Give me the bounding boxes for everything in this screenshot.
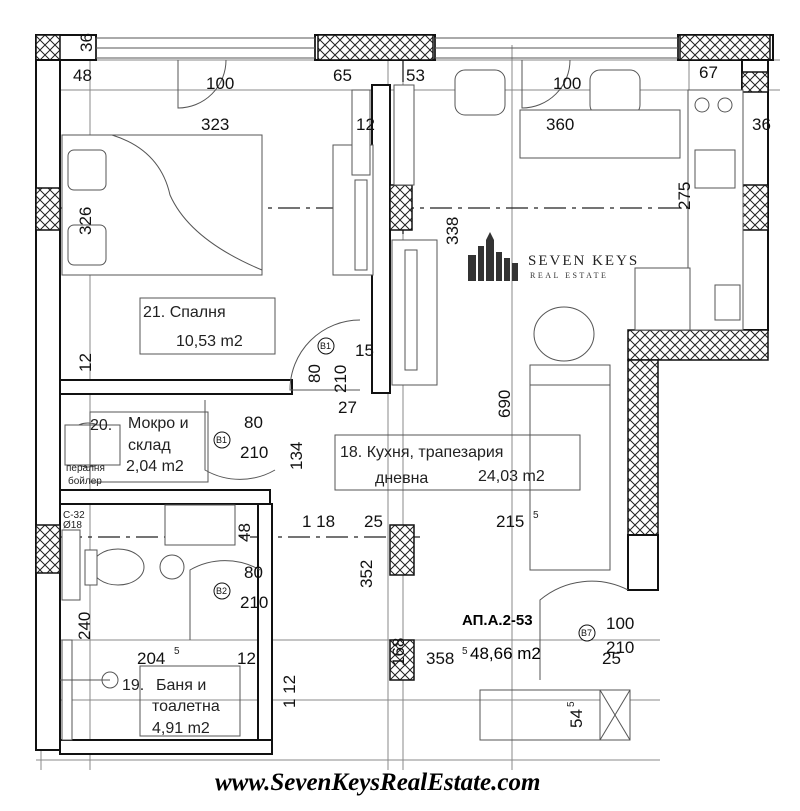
storage-label-1: Мокро и [128,415,189,432]
bed [61,134,263,276]
dim-54-sup: 5 [566,701,577,707]
dim-134: 134 [287,442,306,470]
dim-36-top: 36 [77,33,96,52]
door-swings [177,59,629,680]
dim-12-bath: 12 [237,649,256,668]
dim-326: 326 [76,207,95,235]
bath-area: 4,91 m2 [152,720,210,737]
dim-204: 204 [137,649,165,668]
dim-12-closet: 12 [356,115,375,134]
logo-name: SEVEN KEYS [528,253,639,269]
dim-48-bath: 48 [235,523,254,542]
dim-204-sup: 5 [174,646,180,657]
dim-80-door: 80 [305,364,324,383]
dim-118: 1 18 [302,512,335,531]
dim-48: 48 [73,66,92,85]
dim-275: 275 [675,182,694,210]
storage-number: 20. [90,417,112,434]
kitchen-area: 24,03 m2 [478,468,545,485]
entry-misc [479,689,631,741]
logo-subtitle: REAL ESTATE [530,271,608,280]
kitchen-counter [687,89,744,331]
dim-358: 358 [426,649,454,668]
dim-210-storage: 210 [240,443,268,462]
door-marker-b7: B7 [578,624,596,642]
dim-210-entry: 210 [606,638,634,657]
dim-358-sup: 5 [462,646,468,657]
wardrobe [332,89,374,276]
dim-323: 323 [201,115,229,134]
bedroom-label: 21. Спалня [143,304,226,321]
dim-360: 360 [546,115,574,134]
closet-kitchen [391,84,438,386]
dim-100-left: 100 [206,74,234,93]
dim-25b: 25 [602,649,621,668]
storage-fixtures [64,422,121,468]
dim-100-right: 100 [553,74,581,93]
kitchen-label: 18. Кухня, трапезария [340,444,503,461]
seven-keys-logo: SEVEN KEYS REAL ESTATE [468,232,639,281]
dim-690: 690 [495,390,514,418]
website-watermark: www.SevenKeysRealEstate.com [215,769,540,796]
dim-210-door: 210 [331,365,350,393]
dining-set [454,69,681,159]
door-marker-b1b-label: B1 [216,435,227,445]
apartment-id: АП.А.2-53 [462,612,533,629]
door-marker-b1a: B1 [317,337,335,355]
storage-note-boiler: бойлер [68,475,102,487]
dim-25a: 25 [364,512,383,531]
dim-65: 65 [333,66,352,85]
pipe-label: C-32 [63,510,85,521]
door-marker-b1a-label: B1 [320,341,331,351]
dim-215: 215 [496,512,524,531]
dim-352: 352 [357,560,376,588]
storage-area: 2,04 m2 [126,458,184,475]
dim-15: 15 [355,341,374,360]
walls [35,34,774,755]
skyline-icon [468,232,518,281]
bath-label-2: тоалетна [152,698,220,715]
dim-12-left: 12 [76,353,95,372]
door-marker-b7-label: B7 [581,628,592,638]
dim-100-entry: 100 [606,614,634,633]
dim-112: 1 12 [280,675,299,708]
door-marker-b2-label: B2 [216,586,227,596]
dim-27: 27 [338,398,357,417]
apartment-area: 48,66 m2 [470,644,541,663]
bedroom-area: 10,53 m2 [176,333,243,350]
dim-67: 67 [699,63,718,82]
dimension-labels: 36 48 100 65 53 100 67 323 12 360 36 326… [73,33,771,728]
pipe-diameter: Ø18 [63,520,82,531]
dim-36-right: 36 [752,115,771,134]
door-marker-b2: B2 [213,582,231,600]
dim-53: 53 [406,66,425,85]
dim-54: 54 [567,709,586,728]
door-marker-b1b: B1 [213,431,231,449]
bath-fixtures [60,504,236,741]
storage-note-washer: пералня [66,463,105,474]
windows [95,37,679,59]
kitchen-label-2: дневна [375,470,428,487]
dim-240: 240 [75,612,94,640]
storage-label-2: склад [128,437,171,454]
bath-number: 19. [122,677,144,694]
dim-168: 168 [389,638,408,666]
bath-label-1: Баня и [156,677,206,694]
living-furniture [529,267,691,571]
dim-338: 338 [443,217,462,245]
dim-210-bath: 210 [240,593,268,612]
dim-80-storage: 80 [244,413,263,432]
dim-215-sup: 5 [533,510,539,521]
dim-80-bath: 80 [244,563,263,582]
room-label-boxes [89,297,581,737]
